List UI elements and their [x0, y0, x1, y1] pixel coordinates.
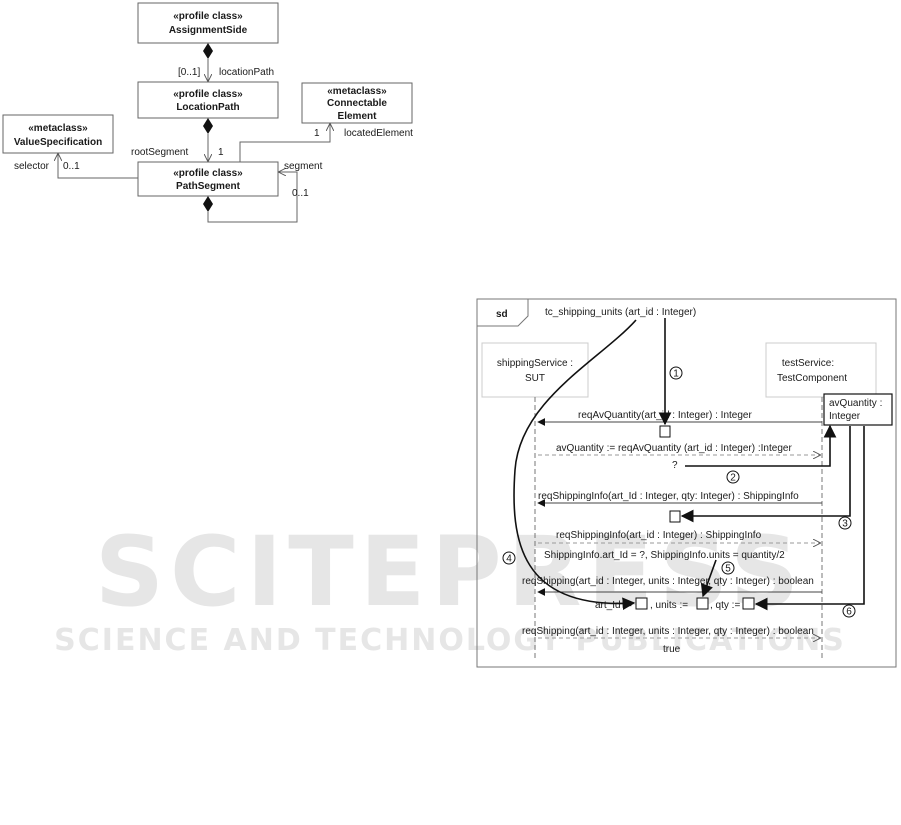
mult-selector: 0..1 — [63, 161, 80, 172]
message-label: reqShippingInfo(art_id : Integer) : Ship… — [556, 530, 762, 541]
association-selector — [58, 154, 138, 179]
svg-text:2: 2 — [730, 473, 736, 484]
variable-label-line1: avQuantity : — [829, 398, 882, 409]
class-name: LocationPath — [176, 102, 239, 113]
marker-1: 1 — [669, 366, 683, 380]
role-selector: selector — [14, 161, 50, 172]
message-label: reqShipping(art_id : Integer, units : In… — [522, 576, 814, 587]
reply-value-true: true — [663, 644, 681, 655]
argument-placeholder-qty-2[interactable] — [742, 597, 755, 610]
dataflow-arrows — [513, 318, 865, 611]
lifeline-test-component[interactable]: testService: TestComponent — [765, 342, 877, 660]
class-name: AssignmentSide — [169, 25, 248, 36]
class-stereotype: «metaclass» — [327, 86, 387, 97]
class-value-specification[interactable]: «metaclass» ValueSpecification — [2, 114, 114, 154]
sd-frame — [476, 298, 897, 668]
svg-text:4: 4 — [506, 554, 512, 565]
association-segment-self — [203, 172, 298, 223]
marker-3: 3 — [838, 516, 852, 530]
lifeline-label-line1: testService: — [782, 358, 834, 369]
argument-placeholder-art-id[interactable] — [659, 425, 671, 438]
class-stereotype: «metaclass» — [28, 123, 88, 134]
argument-label-art-id: art_Id := — [595, 600, 632, 611]
class-name: ValueSpecification — [14, 137, 102, 148]
role-root: rootSegment — [131, 147, 188, 158]
class-connectable-element[interactable]: «metaclass» Connectable Element — [301, 82, 413, 124]
sequence-diagram: sd tc_shipping_units (art_id : Integer) … — [476, 298, 897, 668]
marker-5: 5 — [721, 561, 735, 575]
class-diagram: «profile class» AssignmentSide «profile … — [2, 2, 413, 223]
class-locationpath[interactable]: «profile class» LocationPath — [137, 81, 279, 119]
flow-3 — [680, 426, 851, 523]
sd-frame-tag: sd — [496, 309, 508, 320]
lifeline-label-line1: shippingService : — [497, 358, 573, 369]
message-label: reqShippingInfo(art_Id : Integer, qty: I… — [538, 491, 799, 502]
argument-placeholder-qty[interactable] — [669, 510, 681, 523]
role-segment: segment — [284, 161, 323, 172]
class-pathsegment[interactable]: «profile class» PathSegment — [137, 161, 279, 197]
class-stereotype: «profile class» — [173, 168, 243, 179]
svg-text:5: 5 — [725, 564, 731, 575]
marker-4: 4 — [502, 551, 516, 565]
mult-location: [0..1] — [178, 67, 200, 78]
role-location: locationPath — [219, 67, 274, 78]
watermark: SCITEPRESS SCIENCE AND TECHNOLOGY PUBLIC… — [54, 516, 846, 658]
mult-root: 1 — [218, 147, 224, 158]
class-name-line2: Element — [338, 111, 378, 122]
message-label: reqShipping(art_id : Integer, units : In… — [522, 626, 814, 637]
message-label: ShippingInfo.art_Id = ?, ShippingInfo.un… — [544, 550, 785, 561]
mult-located: 1 — [314, 128, 320, 139]
watermark-sub: SCIENCE AND TECHNOLOGY PUBLICATIONS — [54, 623, 846, 658]
reply-value-placeholder: ? — [672, 460, 678, 471]
class-stereotype: «profile class» — [173, 11, 243, 22]
svg-text:3: 3 — [842, 519, 848, 530]
class-stereotype: «profile class» — [173, 89, 243, 100]
variable-avquantity[interactable]: avQuantity : Integer — [823, 393, 893, 426]
flow-6 — [754, 426, 865, 611]
lifeline-label-line2: SUT — [525, 373, 545, 384]
variable-label-line2: Integer — [829, 411, 861, 422]
watermark-main: SCITEPRESS — [95, 516, 805, 628]
argument-label-units: , units := — [650, 600, 688, 611]
marker-6: 6 — [842, 604, 856, 618]
class-name: PathSegment — [176, 181, 241, 192]
lifeline-label-line2: TestComponent — [777, 373, 847, 384]
argument-label-qty: , qty := — [710, 600, 740, 611]
role-located: locatedElement — [344, 128, 413, 139]
argument-placeholder-units[interactable] — [696, 597, 709, 610]
mult-segment: 0..1 — [292, 188, 309, 199]
argument-placeholder-art-id-2[interactable] — [635, 597, 648, 610]
flow-2 — [685, 424, 837, 467]
association-rootsegment — [203, 118, 213, 161]
flow-5 — [700, 559, 717, 598]
association-locatedelement — [239, 124, 330, 162]
svg-text:1: 1 — [673, 369, 679, 380]
sd-title: tc_shipping_units (art_id : Integer) — [545, 307, 696, 318]
class-name-line1: Connectable — [327, 98, 387, 109]
flow-4 — [513, 319, 637, 611]
association-locationpath — [203, 43, 213, 81]
svg-text:6: 6 — [846, 607, 852, 618]
marker-2: 2 — [726, 470, 740, 484]
lifeline-sut[interactable]: shippingService : SUT — [481, 342, 589, 660]
message-label: avQuantity := reqAvQuantity (art_id : In… — [556, 443, 792, 454]
class-assignmentside[interactable]: «profile class» AssignmentSide — [137, 2, 279, 44]
